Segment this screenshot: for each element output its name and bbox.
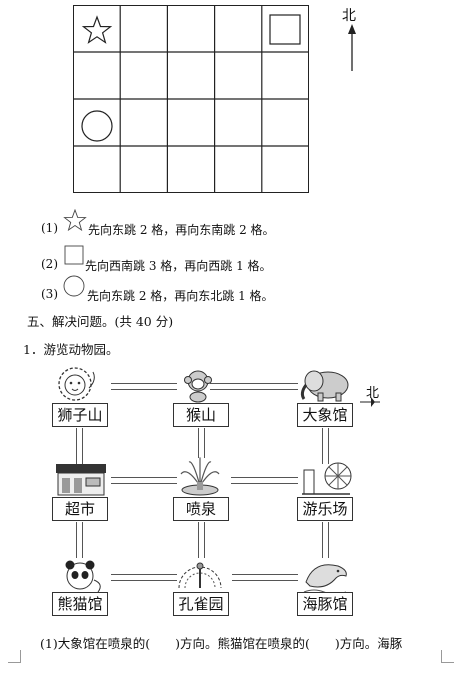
shape-grid xyxy=(73,5,309,193)
question-2-number: (2) xyxy=(41,257,58,271)
question-3-number: (3) xyxy=(41,287,58,301)
monkey-icon xyxy=(184,370,212,403)
road xyxy=(210,383,298,390)
grid-square-icon xyxy=(269,14,301,45)
square-icon xyxy=(64,245,84,265)
supermarket-icon xyxy=(56,464,106,496)
road xyxy=(231,477,298,484)
question-1: (1) xyxy=(41,221,58,235)
grid-star-icon xyxy=(81,15,113,44)
question-3-text: 先向东跳 2 格，再向东北跳 1 格。 xyxy=(87,289,274,303)
map-north-label: 北 xyxy=(366,386,380,401)
location-peacock-garden: 孔雀园 xyxy=(173,592,229,616)
lion-icon xyxy=(58,367,95,401)
road xyxy=(76,522,83,558)
location-lion-hill: 狮子山 xyxy=(52,403,108,427)
location-amusement-park: 游乐场 xyxy=(297,497,353,521)
dolphin-icon xyxy=(303,564,347,595)
problem-title: 1．游览动物园。 xyxy=(23,342,119,357)
road xyxy=(322,522,329,558)
road xyxy=(111,477,177,484)
location-supermarket: 超市 xyxy=(52,497,108,521)
location-elephant-hall: 大象馆 xyxy=(297,403,353,427)
page-corner-mark xyxy=(8,650,21,663)
fountain-icon xyxy=(180,457,220,496)
peacock-icon xyxy=(178,562,222,589)
location-fountain: 喷泉 xyxy=(173,497,229,521)
circle-icon xyxy=(63,275,85,297)
grid-lines xyxy=(73,5,309,193)
page-corner-mark xyxy=(441,650,454,663)
panda-icon xyxy=(65,560,101,593)
road xyxy=(76,428,83,468)
star-icon xyxy=(63,209,87,231)
road xyxy=(198,428,205,458)
road xyxy=(111,383,177,390)
question-2-text: 先向西南跳 3 格，再向西跳 1 格。 xyxy=(85,259,272,273)
amusement-park-icon xyxy=(302,462,352,495)
grid-circle-icon xyxy=(81,110,113,142)
location-monkey-hill: 猴山 xyxy=(173,403,229,427)
road xyxy=(111,574,177,581)
elephant-icon xyxy=(300,370,349,402)
location-panda-hall: 熊猫馆 xyxy=(52,592,108,616)
bottom-question: (1)大象馆在喷泉的( )方向。熊猫馆在喷泉的( )方向。海豚 xyxy=(40,636,403,651)
location-dolphin-hall: 海豚馆 xyxy=(297,592,353,616)
north-label: 北 xyxy=(342,8,356,24)
road xyxy=(322,428,329,464)
north-arrow-icon xyxy=(348,24,356,71)
road xyxy=(232,574,298,581)
question-1-text: 先向东跳 2 格，再向东南跳 2 格。 xyxy=(88,223,275,237)
map-north-arrow-icon xyxy=(360,397,380,407)
road xyxy=(198,522,205,558)
section-heading: 五、解决问题。(共 40 分) xyxy=(27,314,174,329)
question-number: (1) xyxy=(41,221,58,235)
